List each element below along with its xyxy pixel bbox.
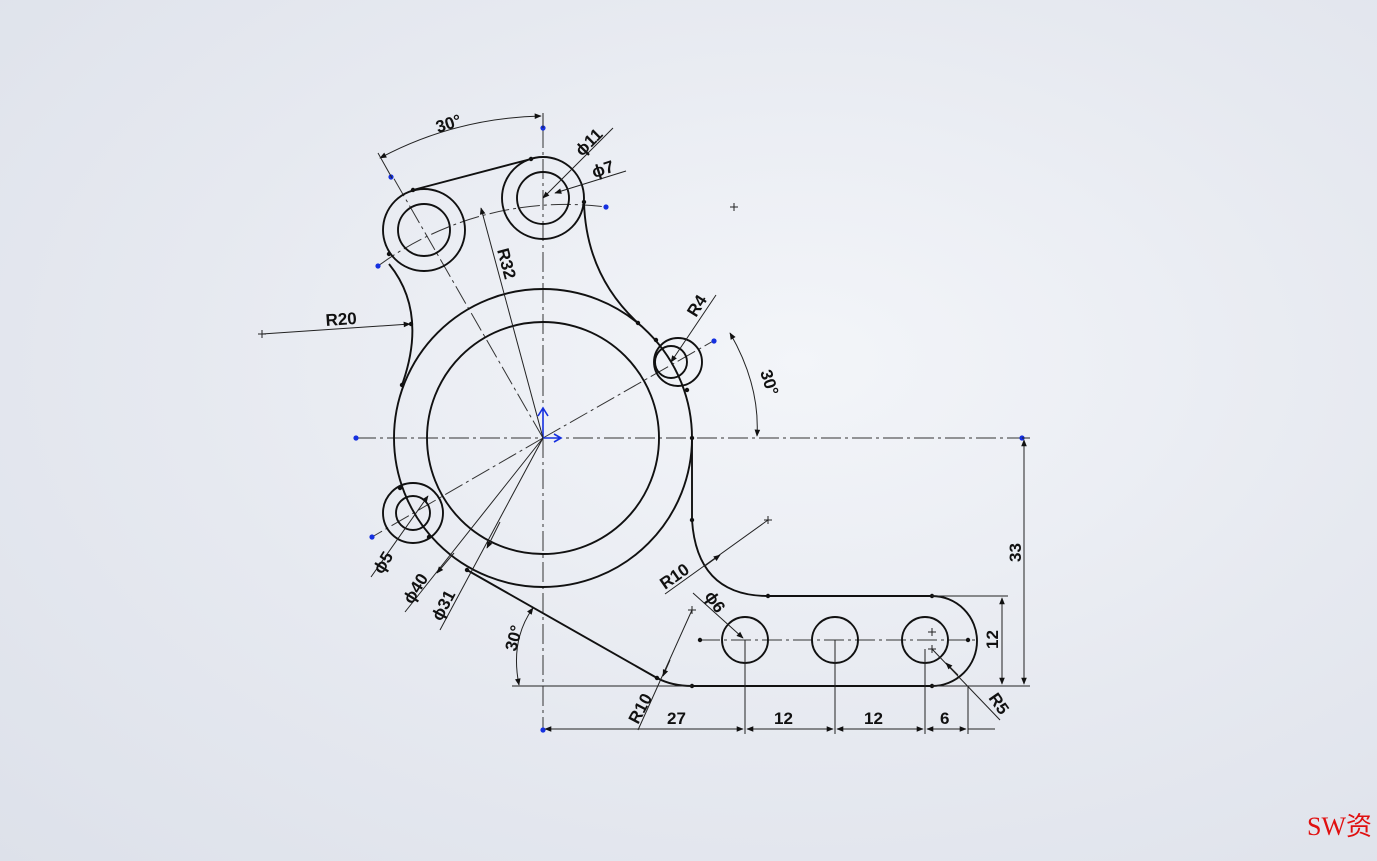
r32-pitch-arc — [377, 203, 607, 267]
center-lines — [356, 128, 1022, 730]
dia-6-leader — [692, 592, 744, 639]
part-outline — [382, 156, 978, 687]
top-ear-hole-7 — [516, 171, 570, 225]
small-hole-boss — [382, 482, 444, 544]
r4-leader — [670, 294, 717, 363]
dia-11-leader — [542, 127, 614, 199]
dim-12-vertical-label: 12 — [983, 630, 1002, 649]
angle-top-arc — [379, 113, 542, 159]
r5-leader — [931, 648, 1001, 721]
r32-leader — [479, 207, 544, 439]
r10-upper-label: R10 — [656, 560, 692, 593]
centerline-to-r4-lug — [542, 339, 716, 439]
dia-6-label: ϕ6 — [701, 587, 729, 616]
angle-bottom-arc — [515, 607, 534, 686]
angle-right-arc — [729, 332, 761, 437]
dia-11-label: ϕ11 — [571, 125, 606, 160]
top-ear-outer — [501, 156, 585, 240]
r32-label: R32 — [493, 246, 519, 281]
dim-6-label: 6 — [940, 709, 949, 728]
dim-12-b-label: 12 — [864, 709, 883, 728]
dim-33-label: 33 — [1006, 543, 1025, 562]
left-ear-hole — [397, 203, 451, 257]
r20-leader — [261, 321, 411, 335]
left-ear-outer — [382, 188, 466, 272]
dia-40-leader — [404, 437, 544, 613]
r10-lower-label: R10 — [625, 690, 656, 726]
centerline-to-small-hole — [371, 437, 544, 538]
r20-arc — [388, 263, 414, 386]
dim-12-a-label: 12 — [774, 709, 793, 728]
arm-end-r5 — [931, 595, 978, 687]
dia-31-label: ϕ31 — [428, 587, 460, 624]
r4-lug-outer — [653, 337, 703, 387]
right-flank-arc — [583, 201, 639, 324]
dimensions: 30° ϕ11 ϕ7 R32 R20 R4 30° ϕ5 ϕ40 ϕ31 30° — [261, 111, 1030, 734]
dim-27-label: 27 — [667, 709, 686, 728]
r10-upper-fillet — [691, 519, 769, 597]
watermark-text: SW资 — [1307, 812, 1373, 841]
centerline-to-left-ear — [392, 176, 544, 439]
r5-label: R5 — [985, 689, 1013, 718]
dia-5-leader — [370, 495, 429, 578]
sketch-points — [258, 125, 1025, 733]
angle-right-label: 30° — [756, 367, 782, 398]
dia-7-label: ϕ7 — [589, 157, 616, 182]
dia-7-leader — [554, 170, 627, 194]
r4-label: R4 — [683, 291, 711, 320]
slant-edge — [466, 569, 658, 679]
ear-tangent-line — [412, 158, 532, 191]
r10-lower-fillet — [656, 677, 693, 687]
dia-31-leader — [439, 437, 544, 631]
dia-40-label: ϕ40 — [399, 570, 432, 607]
r4-lug-hole — [654, 345, 688, 379]
bore-circle-31 — [426, 321, 660, 555]
angle-top-label: 30° — [433, 111, 464, 137]
small-hole-5 — [395, 495, 431, 531]
angle-bottom-label: 30° — [502, 623, 527, 653]
r20-label: R20 — [325, 309, 357, 330]
